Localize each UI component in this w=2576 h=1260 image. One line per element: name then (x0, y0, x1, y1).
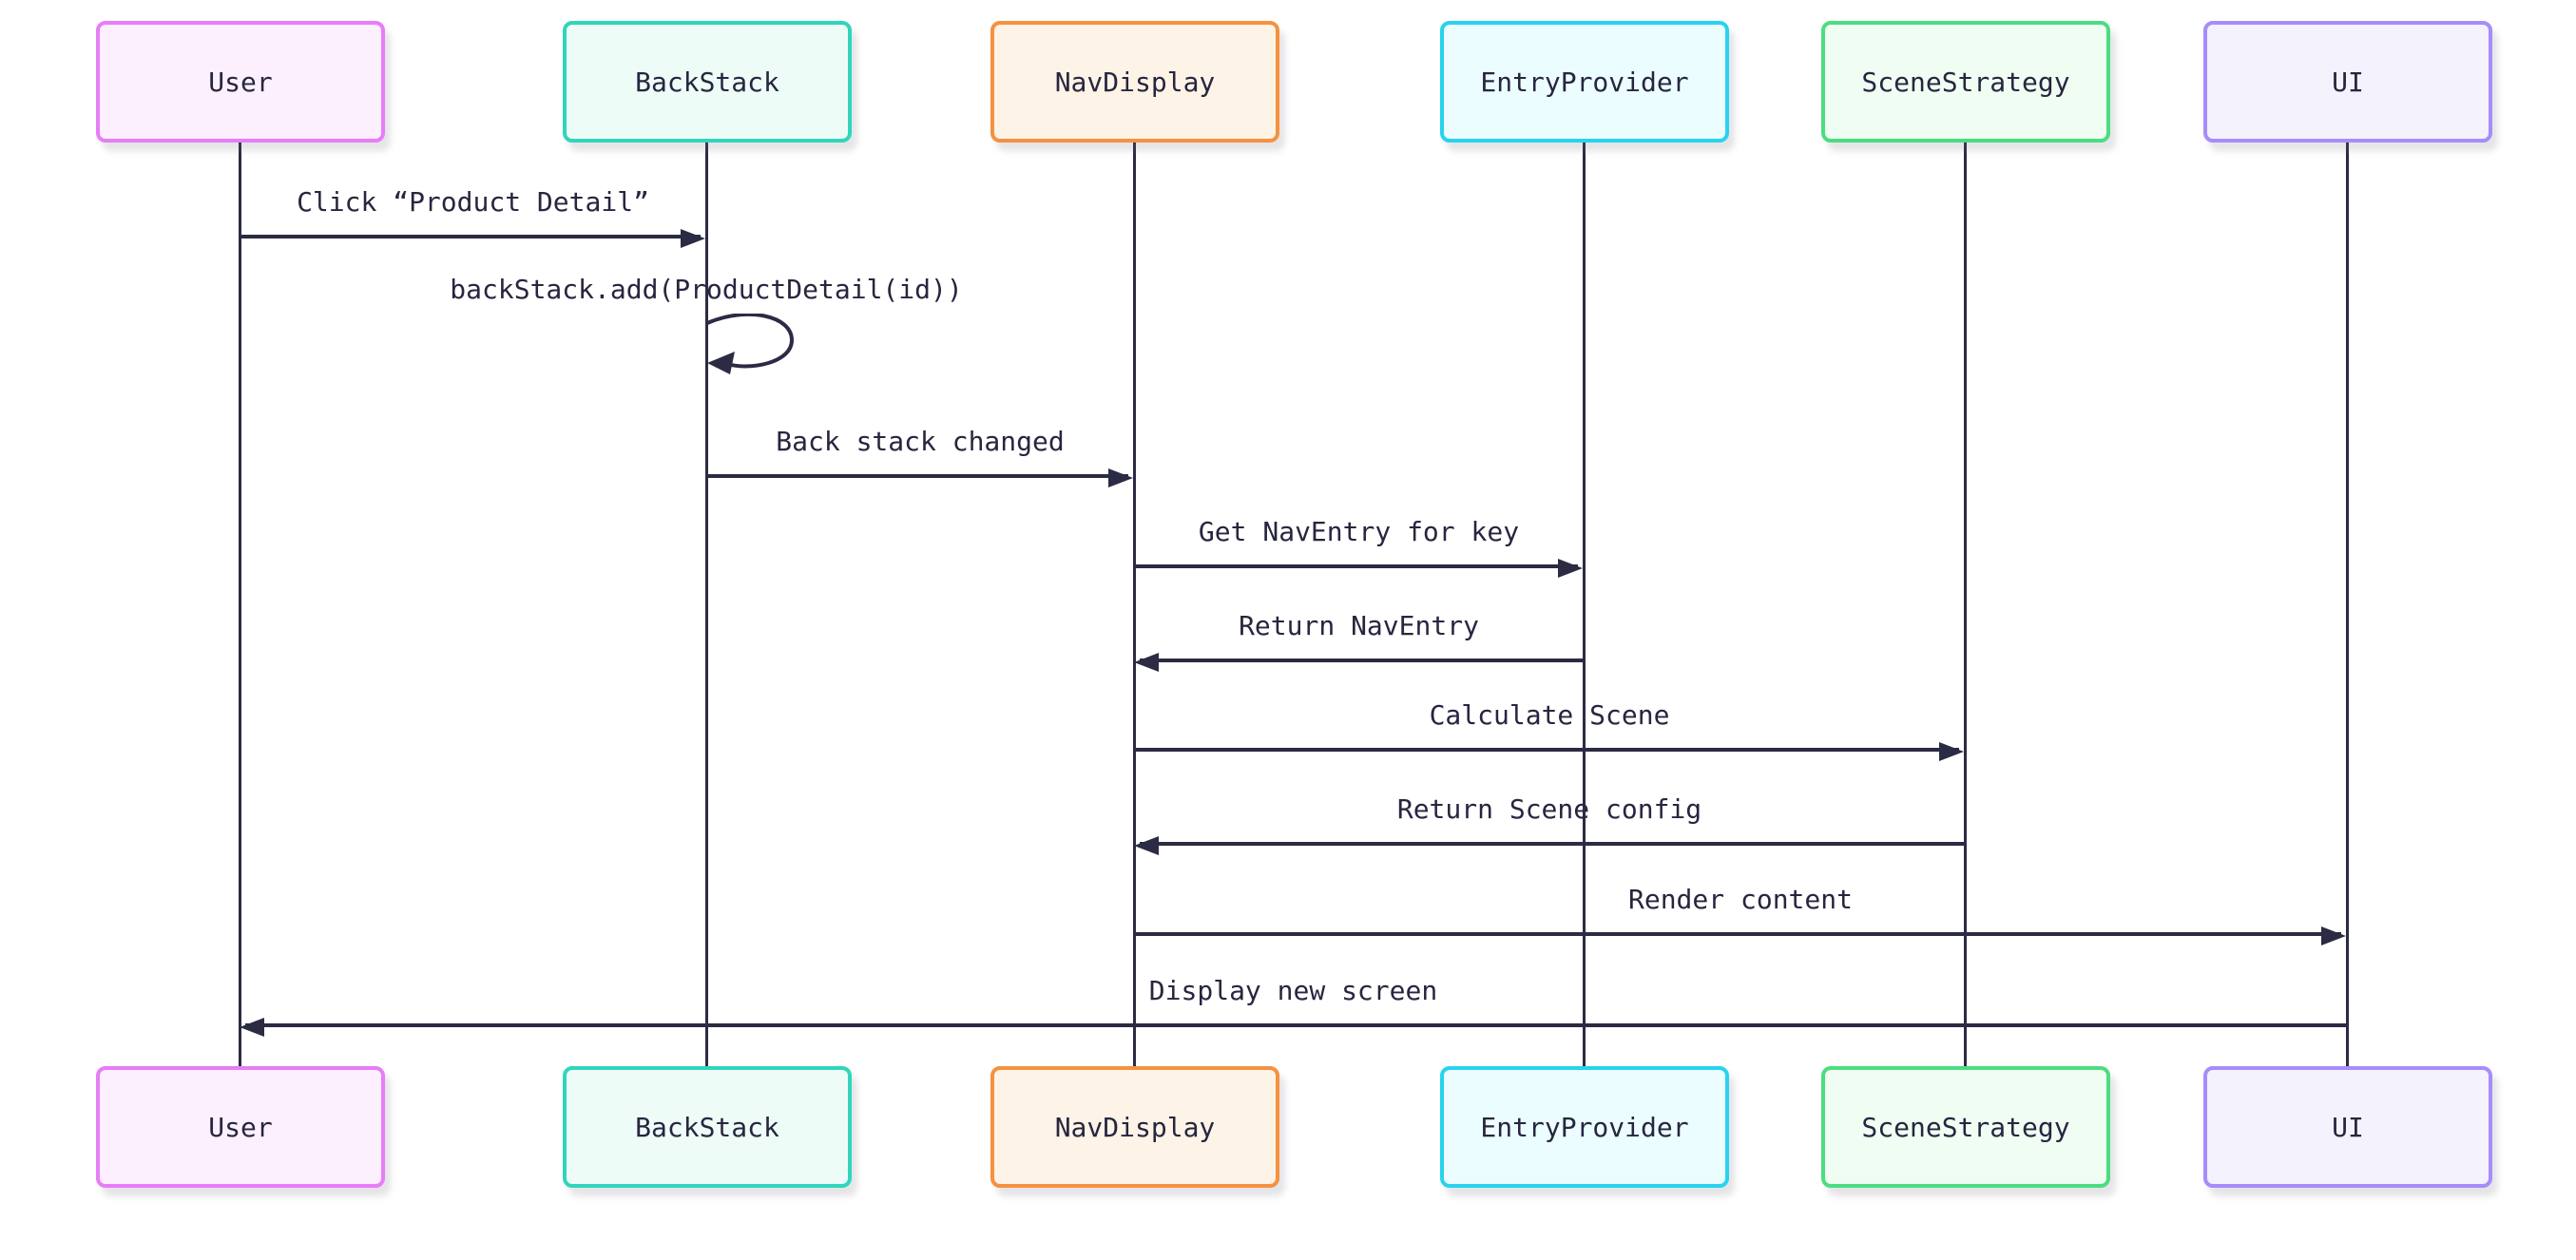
message-line (1134, 932, 2341, 936)
message-label-backstack-add: backStack.add(ProductDetail(id)) (450, 274, 963, 305)
message-label-back-stack-changed: Back stack changed (776, 426, 1065, 457)
lifeline-user (239, 141, 241, 1068)
lifeline-navdisplay (1133, 141, 1136, 1068)
arrowhead-left-icon (240, 1018, 264, 1037)
actor-label-navdisplay: NavDisplay (1054, 66, 1216, 98)
arrowhead-left-icon (1134, 653, 1159, 672)
message-label-calculate-scene: Calculate Scene (1429, 699, 1670, 731)
lifeline-ui (2346, 141, 2349, 1068)
actor-box-scenestrategy-top: SceneStrategy (1821, 21, 2110, 143)
message-label-get-naventry: Get NavEntry for key (1198, 516, 1520, 547)
actor-box-user-top: User (96, 21, 385, 143)
actor-label-backstack: BackStack (635, 66, 779, 98)
actor-box-entryprovider-bottom: EntryProvider (1440, 1066, 1729, 1188)
lifeline-backstack (705, 141, 708, 1068)
arrowhead-left-icon (1134, 836, 1159, 855)
arrowhead-right-icon (1939, 742, 1964, 761)
actor-label-scenestrategy: SceneStrategy (1861, 1111, 2070, 1143)
actor-label-entryprovider: EntryProvider (1480, 1111, 1689, 1143)
actor-label-user: User (208, 66, 273, 98)
message-line (706, 474, 1128, 478)
actor-box-navdisplay-top: NavDisplay (990, 21, 1279, 143)
actor-box-backstack-bottom: BackStack (563, 1066, 852, 1188)
lifeline-scenestrategy (1964, 141, 1967, 1068)
arrowhead-right-icon (2321, 926, 2346, 945)
actor-box-entryprovider-top: EntryProvider (1440, 21, 1729, 143)
message-label-return-scene-config: Return Scene config (1396, 793, 1702, 825)
arrowhead-right-icon (1558, 559, 1583, 578)
message-label-render-content: Render content (1627, 884, 1853, 915)
actor-label-backstack: BackStack (635, 1111, 779, 1143)
actor-label-entryprovider: EntryProvider (1480, 66, 1689, 98)
actor-box-scenestrategy-bottom: SceneStrategy (1821, 1066, 2110, 1188)
message-label-display-new-screen: Display new screen (1148, 975, 1438, 1006)
message-line (1140, 842, 1965, 846)
actor-label-scenestrategy: SceneStrategy (1861, 66, 2070, 98)
actor-label-ui: UI (2332, 66, 2364, 98)
message-line (1134, 564, 1578, 568)
self-loop-arrow-icon (706, 314, 795, 374)
arrowhead-right-icon (681, 229, 705, 248)
message-line (240, 235, 701, 239)
actor-label-ui: UI (2332, 1111, 2364, 1143)
actor-box-ui-bottom: UI (2203, 1066, 2492, 1188)
actor-box-navdisplay-bottom: NavDisplay (990, 1066, 1279, 1188)
actor-label-navdisplay: NavDisplay (1054, 1111, 1216, 1143)
arrowhead-right-icon (1108, 468, 1133, 487)
actor-label-user: User (208, 1111, 273, 1143)
message-label-return-naventry: Return NavEntry (1239, 610, 1479, 641)
message-label-click-product-detail: Click “Product Detail” (297, 186, 649, 218)
message-line (1134, 748, 1959, 752)
lifeline-entryprovider (1583, 141, 1586, 1068)
actor-box-ui-top: UI (2203, 21, 2492, 143)
actor-box-backstack-top: BackStack (563, 21, 852, 143)
message-line (1140, 659, 1584, 662)
message-line (245, 1023, 2347, 1027)
actor-box-user-bottom: User (96, 1066, 385, 1188)
